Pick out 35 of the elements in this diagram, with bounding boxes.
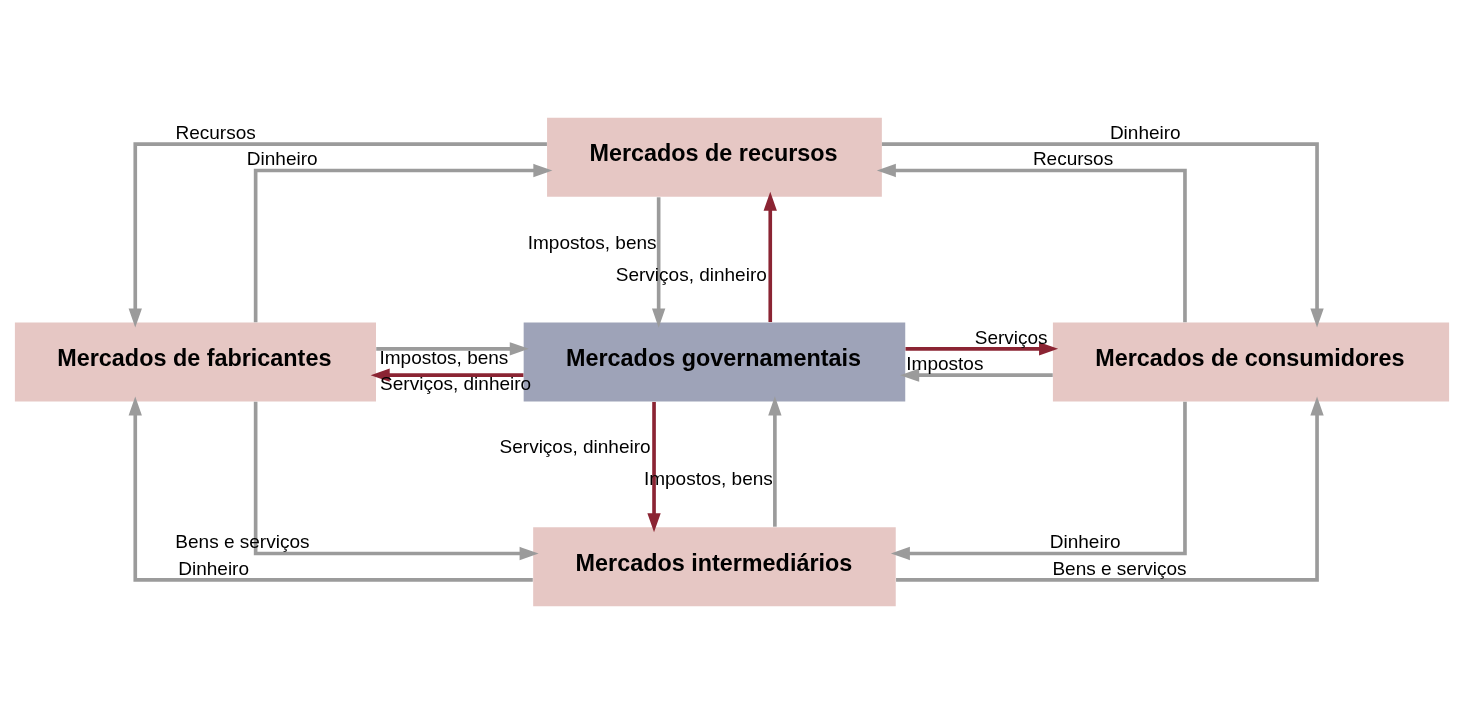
edge-label: Impostos, bens <box>379 346 509 368</box>
edge-label: Impostos, bens <box>527 231 657 253</box>
arrow <box>128 395 533 582</box>
arrow <box>905 341 1059 355</box>
arrow <box>763 191 777 322</box>
arrow <box>768 395 782 527</box>
edge-label: Bens e serviços <box>175 530 310 552</box>
edge-label: Dinheiro <box>1109 121 1181 143</box>
arrow <box>896 395 1324 582</box>
edge-label: Bens e serviços <box>1052 557 1187 579</box>
arrow <box>376 341 529 355</box>
arrow <box>876 163 1187 322</box>
edge-label: Impostos <box>906 352 984 374</box>
arrow <box>890 401 1187 560</box>
edge-label: Dinheiro <box>178 557 250 579</box>
arrow <box>900 368 1053 382</box>
edge-label: Serviços, dinheiro <box>499 435 651 457</box>
edge-label: Serviços <box>974 326 1048 348</box>
node-box: Mercados de consumidores <box>1052 322 1450 401</box>
edge-label: Recursos <box>1032 147 1114 169</box>
edge-label: Serviços, dinheiro <box>615 263 767 285</box>
node-box: Mercados de fabricantes <box>14 322 376 401</box>
arrow <box>652 196 666 328</box>
arrow <box>253 163 553 322</box>
edge-label: Serviços, dinheiro <box>380 372 532 394</box>
arrow <box>647 401 661 532</box>
arrow <box>253 401 539 560</box>
edge-label: Recursos <box>175 121 256 143</box>
edge-label: Dinheiro <box>1049 530 1121 552</box>
node-box: Mercados de recursos <box>547 117 882 197</box>
arrow <box>881 141 1324 328</box>
arrow <box>128 141 547 328</box>
edge-label: Dinheiro <box>246 147 318 169</box>
node-box: Mercados intermediários <box>533 526 896 606</box>
arrow <box>370 368 524 382</box>
